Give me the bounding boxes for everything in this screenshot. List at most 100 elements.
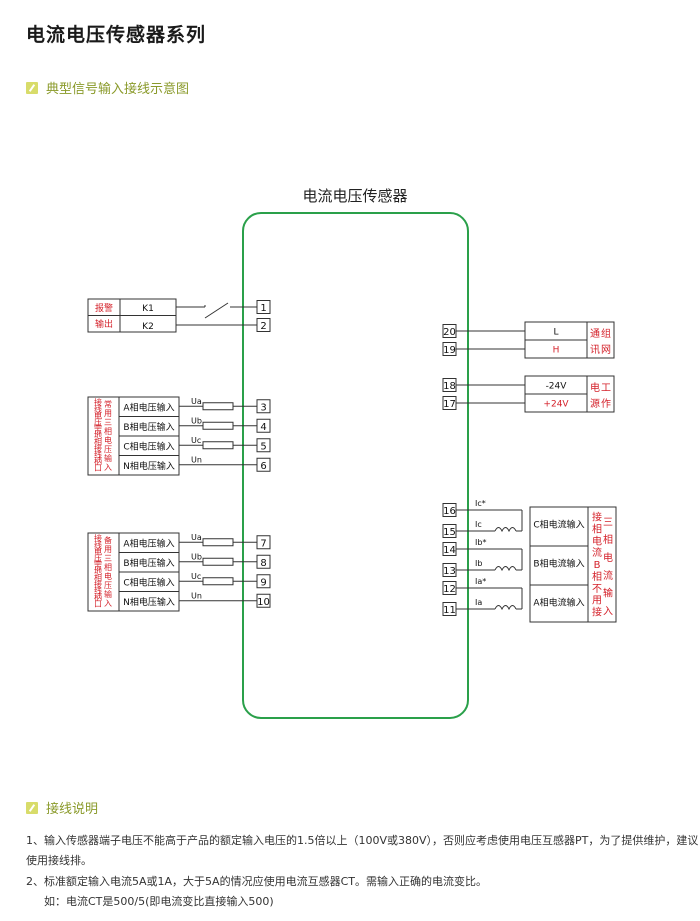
voltage-group-2-side-label: 接 — [94, 579, 102, 589]
voltage-group-2-signal-label: Uc — [191, 572, 201, 581]
current-signal-label: Ic — [475, 520, 482, 529]
voltage-group-1-signal-label: Un — [191, 455, 202, 464]
voltage-group-1-row-label: A相电压输入 — [123, 401, 174, 413]
terminal-box — [256, 554, 271, 569]
voltage-group-1-side-label: 入 — [104, 463, 112, 472]
terminal-number: 18 — [443, 381, 456, 392]
alarm-side-label: 输出 — [95, 318, 113, 330]
voltage-group-2-signal-label: Ua — [191, 533, 202, 542]
voltage-group-1-side-label: 用 — [104, 409, 112, 418]
relay-contact — [204, 302, 229, 319]
voltage-group-1-side-label: 线 — [94, 450, 102, 460]
current-side-label: 接 — [592, 606, 602, 619]
voltage-group-2-row-label: N相电压输入 — [123, 596, 175, 608]
note-line-1: 1、输入传感器端子电压不能高于产品的额定输入电压的1.5倍以上（100V或380… — [26, 834, 699, 847]
current-signal-label: Ia — [475, 598, 482, 607]
current-row-label: C相电流输入 — [533, 519, 584, 531]
current-side-label: 不 — [592, 584, 602, 595]
section-heading-diagram: 典型信号输入接线示意图 — [26, 78, 189, 97]
voltage-group-1-row-label: C相电压输入 — [123, 440, 174, 452]
current-side-label: B — [594, 560, 601, 571]
voltage-group-1-side-label: 线 — [94, 404, 102, 414]
voltage-group-1-side-label: 需 — [94, 424, 102, 433]
voltage-group-2-signal-label: Ub — [191, 552, 202, 561]
voltage-group-2-row-label: C相电压输入 — [123, 576, 174, 588]
terminal-number: 10 — [257, 597, 270, 608]
note-line-4: 如：电流CT是500/5(即电流变比直接输入500) — [44, 895, 274, 908]
terminal-box — [256, 418, 271, 433]
voltage-group-2-side-label: 线 — [94, 540, 102, 550]
comm-row-label: H — [553, 346, 560, 356]
voltage-group-2-side-label: 备 — [104, 535, 112, 545]
voltage-group-1-signal-label: Uc — [191, 436, 201, 445]
voltage-group-2-row-label: A相电压输入 — [123, 537, 174, 549]
voltage-group-1-side-label: 柄 — [94, 456, 102, 466]
note-line-2: 使用接线排。 — [26, 854, 92, 867]
terminal-number: 13 — [443, 566, 456, 577]
terminal-number: 12 — [443, 584, 456, 595]
terminal-number: 3 — [260, 402, 266, 413]
comm-side-label: 组 — [601, 327, 611, 340]
voltage-group-2-side-label: 用 — [104, 545, 112, 554]
current-side-label: 相 — [592, 522, 602, 535]
current-side-label: 流 — [592, 546, 602, 559]
current-side-label: 输 — [603, 587, 613, 600]
voltage-group-1-side-label: 电 — [94, 410, 102, 420]
pencil-icon — [26, 82, 38, 94]
voltage-group-2-side-label: 需 — [94, 560, 102, 569]
terminal-number: 20 — [443, 327, 456, 338]
terminal-number: 4 — [260, 422, 266, 433]
terminal-box — [256, 593, 271, 608]
fuse — [202, 441, 234, 450]
terminal-number: 2 — [260, 321, 266, 332]
power-side-label: 源 — [590, 397, 600, 410]
device-body — [242, 212, 469, 719]
power-side-label: 工 — [601, 383, 611, 394]
comm-side-label: 通 — [590, 328, 600, 340]
current-signal-label: Ib — [475, 559, 482, 568]
pencil-icon — [26, 802, 38, 814]
voltage-group-2-side-label: 电 — [94, 546, 102, 556]
current-box — [529, 545, 589, 590]
comm-row-label: L — [553, 328, 558, 338]
voltage-group-1-row-label: B相电压输入 — [123, 421, 174, 433]
power-side-label: 电 — [590, 381, 600, 394]
voltage-group-1-side-label: 压 — [94, 418, 102, 427]
current-signal-label: Ia* — [475, 577, 486, 586]
voltage-group-2-side-label: 口 — [94, 600, 102, 609]
voltage-group-1-side-label: 接 — [94, 443, 102, 453]
fuse — [202, 402, 234, 411]
voltage-group-2-side-label: 入 — [104, 599, 112, 608]
voltage-group-1-side-label: 相 — [104, 426, 112, 436]
fuse — [202, 421, 234, 430]
section-heading-notes: 接线说明 — [26, 798, 98, 817]
current-row-label: A相电流输入 — [533, 597, 584, 609]
voltage-group-2-row-label: B相电压输入 — [123, 557, 174, 569]
current-signal-label: Ic* — [475, 499, 486, 508]
voltage-group-1-signal-label: Ub — [191, 416, 202, 425]
terminal-number: 19 — [443, 345, 456, 356]
voltage-group-2-side-label: 三 — [104, 554, 112, 563]
ct-coil — [494, 527, 517, 533]
section-heading-text: 典型信号输入接线示意图 — [46, 82, 190, 97]
alarm-side-label: 报警 — [95, 302, 113, 314]
voltage-group-1-row-label: N相电压输入 — [123, 460, 175, 472]
terminal-number: 11 — [443, 605, 456, 616]
fuse — [202, 557, 234, 566]
current-signal-label: Ib* — [475, 538, 486, 547]
voltage-group-1-side-label: 压 — [104, 445, 112, 454]
current-side-box — [587, 506, 617, 623]
terminal-number: 6 — [260, 461, 266, 472]
current-side-label: 用 — [592, 596, 602, 607]
page-title: 电流电压传感器系列 — [26, 24, 207, 46]
voltage-group-2-side-label: 电 — [104, 571, 112, 581]
power-row-label: +24V — [543, 400, 569, 410]
current-side-label: 相 — [592, 570, 602, 583]
voltage-group-2-side-label: 地 — [94, 566, 102, 576]
current-side-label: 接 — [592, 511, 602, 524]
power-side-label: 作 — [601, 398, 611, 410]
fuse — [202, 577, 234, 586]
voltage-group-2-side-label: 输 — [104, 589, 112, 599]
voltage-group-1-side-label: 相 — [94, 437, 102, 447]
